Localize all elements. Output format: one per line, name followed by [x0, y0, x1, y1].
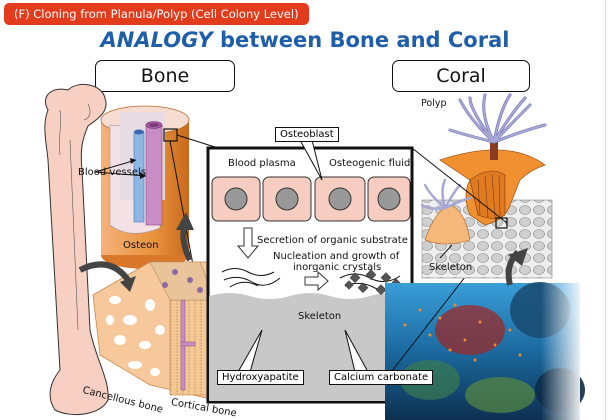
osteon-label: Osteon: [123, 240, 159, 251]
nucleation-label-line1: Nucleation and growth of: [273, 251, 400, 262]
arrow-head: [120, 276, 136, 292]
skeleton-label: Skeleton: [298, 311, 342, 322]
osteon: [94, 105, 219, 401]
femur-bone: [44, 83, 109, 416]
coral-reef-photo: [385, 282, 585, 420]
coral-skeleton-label: Skeleton: [429, 262, 473, 273]
nucleation-label-line2: inorganic crystals: [293, 262, 382, 273]
secretion-label: Secretion of organic substrate: [257, 235, 408, 246]
osteoblast-callout: Osteoblast: [275, 127, 339, 142]
arrow-femur-to-block: [78, 261, 131, 282]
title-rest: between Bone and Coral: [212, 28, 510, 52]
coral-heading: Coral: [392, 60, 530, 92]
arrow-head: [508, 248, 528, 266]
slide-edge: [605, 0, 606, 420]
calcium-carbonate-callout: Calcium carbonate: [329, 370, 434, 385]
bone-heading: Bone: [95, 60, 235, 92]
osteogenic-fluid-label: Osteogenic fluid: [329, 158, 411, 169]
right-arrow-icon: [304, 270, 329, 292]
hydroxyapatite-callout: Hydroxyapatite: [217, 370, 304, 385]
arrow-head: [176, 212, 194, 230]
title-emphasis: ANALOGY: [100, 28, 213, 52]
blood-plasma-label: Blood plasma: [228, 158, 296, 169]
down-arrow-icon: [236, 227, 260, 259]
page-title: ANALOGY between Bone and Coral: [0, 28, 610, 52]
polyp-label: Polyp: [421, 98, 447, 109]
bone-tissue-block: [92, 261, 231, 401]
blood-vessels-label: Blood vessels: [78, 167, 147, 178]
section-badge: (F) Cloning from Planula/Polyp (Cell Col…: [4, 3, 309, 25]
coral-polyp-illustration: [411, 93, 553, 279]
